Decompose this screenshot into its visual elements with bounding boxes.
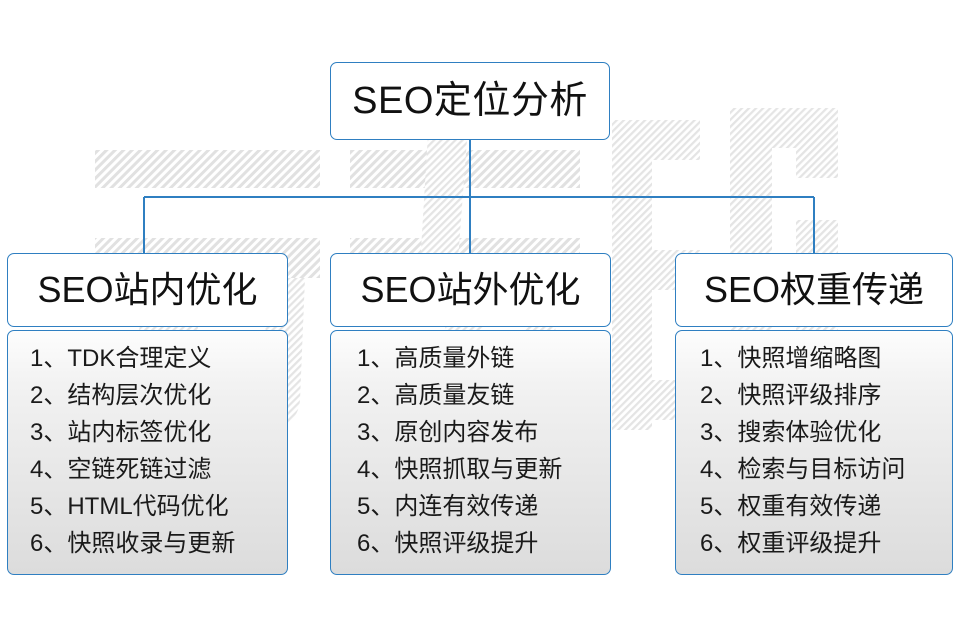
list-item: 2、高质量友链: [357, 382, 515, 409]
branch-column-seo-weight: SEO权重传递 1、快照增缩略图 2、快照评级排序 3、搜索体验优化 4、检索与…: [675, 253, 953, 575]
branch-header-seo-offsite[interactable]: SEO站外优化: [330, 253, 611, 327]
branch-header-seo-weight[interactable]: SEO权重传递: [675, 253, 953, 327]
list-item: 4、检索与目标访问: [700, 456, 906, 483]
list-item: 5、权重有效传递: [700, 493, 882, 520]
branch-header-label: SEO站内优化: [37, 269, 258, 310]
branch-column-seo-offsite: SEO站外优化 1、高质量外链 2、高质量友链 3、原创内容发布 4、快照抓取与…: [330, 253, 611, 575]
list-item: 1、高质量外链: [357, 345, 515, 372]
branch-column-seo-onsite: SEO站内优化 1、TDK合理定义 2、结构层次优化 3、站内标签优化 4、空链…: [7, 253, 288, 575]
list-item: 5、HTML代码优化: [30, 493, 229, 520]
list-item: 5、内连有效传递: [357, 493, 539, 520]
branch-list-seo-offsite: 1、高质量外链 2、高质量友链 3、原创内容发布 4、快照抓取与更新 5、内连有…: [330, 330, 611, 575]
list-item: 2、结构层次优化: [30, 382, 212, 409]
branch-list-seo-onsite: 1、TDK合理定义 2、结构层次优化 3、站内标签优化 4、空链死链过滤 5、H…: [7, 330, 288, 575]
list-item: 4、快照抓取与更新: [357, 456, 563, 483]
root-node-label: SEO定位分析: [352, 80, 588, 122]
list-item: 1、TDK合理定义: [30, 345, 212, 372]
branch-list-seo-weight: 1、快照增缩略图 2、快照评级排序 3、搜索体验优化 4、检索与目标访问 5、权…: [675, 330, 953, 575]
list-item: 3、原创内容发布: [357, 419, 539, 446]
list-item: 3、搜索体验优化: [700, 419, 882, 446]
list-item: 6、快照评级提升: [357, 530, 539, 557]
branch-header-seo-onsite[interactable]: SEO站内优化: [7, 253, 288, 327]
list-item: 6、快照收录与更新: [30, 530, 236, 557]
list-item: 4、空链死链过滤: [30, 456, 212, 483]
list-item: 1、快照增缩略图: [700, 345, 882, 372]
list-item: 3、站内标签优化: [30, 419, 212, 446]
root-node[interactable]: SEO定位分析: [330, 62, 610, 140]
list-item: 6、权重评级提升: [700, 530, 882, 557]
branch-header-label: SEO权重传递: [703, 269, 925, 310]
branch-header-label: SEO站外优化: [360, 269, 581, 310]
list-item: 2、快照评级排序: [700, 382, 882, 409]
